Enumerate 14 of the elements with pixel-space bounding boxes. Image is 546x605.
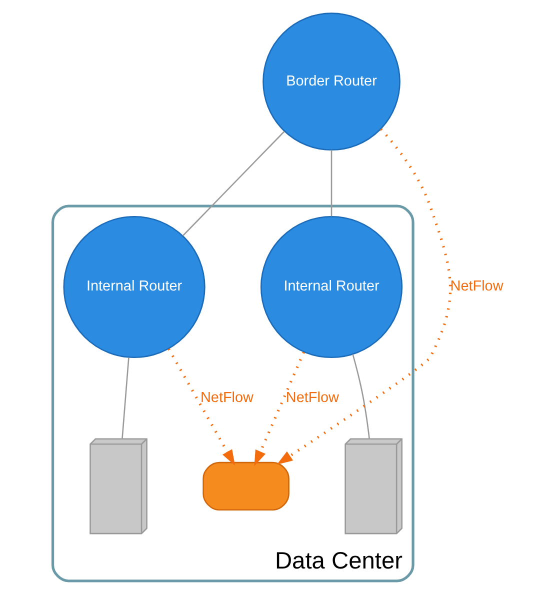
connector: [122, 358, 130, 438]
arrow: [168, 348, 236, 466]
node-box: [202, 462, 290, 511]
connector: [352, 354, 370, 438]
connector: [330, 150, 332, 216]
edge-label: NetFlow: [450, 278, 504, 295]
node-circle: Internal Router: [63, 216, 206, 358]
connector: [182, 131, 285, 236]
node-circle: Internal Router: [260, 216, 403, 358]
node-circle: Border Router: [262, 12, 400, 151]
arrow: [254, 352, 305, 466]
arrow: [276, 128, 452, 465]
edge-label: NetFlow: [286, 390, 339, 406]
edge-label: NetFlow: [200, 390, 254, 406]
